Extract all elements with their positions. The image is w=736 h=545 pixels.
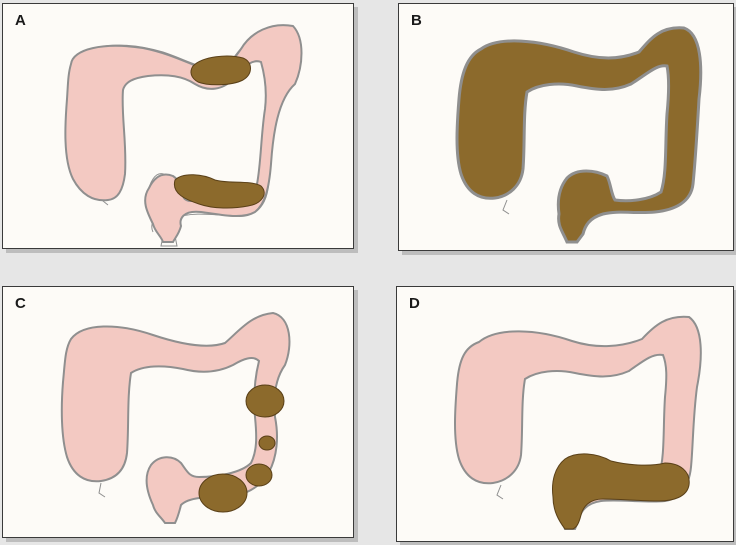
diagram-panel-b: B — [398, 3, 734, 251]
colon-body — [457, 28, 701, 242]
stool-ball-lower — [246, 464, 272, 486]
diagram-panel-c: C — [2, 286, 354, 538]
colon-drawing-a — [3, 4, 355, 250]
colon-drawing-c — [3, 287, 355, 539]
diagram-panel-a: A — [2, 3, 354, 249]
stool-ball-upper — [246, 385, 284, 417]
colon-body — [65, 25, 301, 242]
colon-drawing-d — [397, 287, 735, 543]
appendix — [503, 200, 509, 214]
stool-mass-transverse — [191, 56, 251, 85]
diagram-panel-d: D — [396, 286, 734, 542]
appendix — [99, 483, 105, 497]
stool-ball-large — [199, 474, 247, 512]
stool-mass-rectosigmoid — [553, 454, 690, 529]
stool-ball-middle — [259, 436, 275, 450]
colon-body — [62, 313, 290, 523]
appendix — [497, 485, 503, 499]
colon-drawing-b — [399, 4, 735, 252]
